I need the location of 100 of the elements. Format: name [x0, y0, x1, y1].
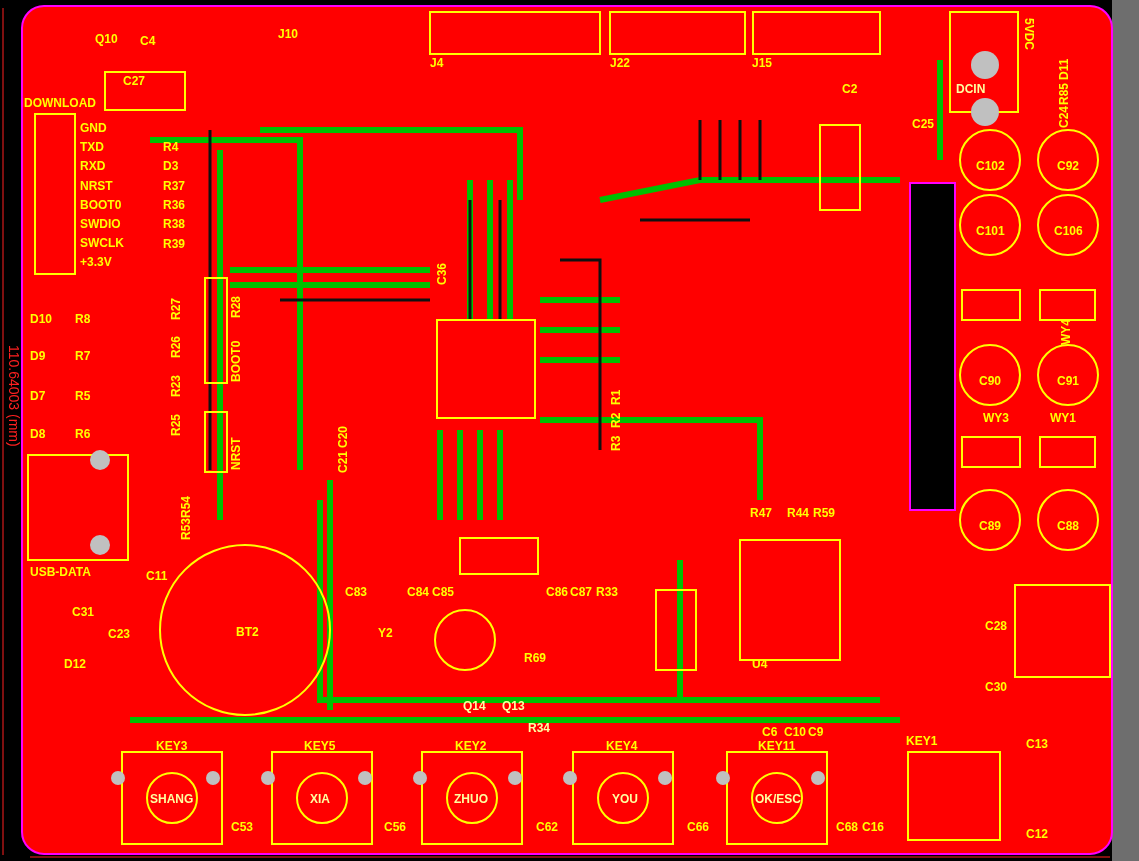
silkscreen-label: C24 [1058, 106, 1071, 128]
silkscreen-label: C13 [1026, 738, 1048, 751]
silkscreen-label: C25 [912, 118, 934, 131]
silkscreen-label: 5VDC [1022, 18, 1035, 50]
silkscreen-label: C2 [842, 83, 858, 96]
silkscreen-label: KEY4 [606, 740, 638, 753]
silkscreen-label: D3 [163, 160, 179, 173]
silkscreen-label: Y2 [378, 627, 393, 640]
silkscreen-label: R53R54 [180, 495, 193, 540]
silkscreen-label: R25 [170, 414, 183, 436]
mirrored-silkscreen-label: YOU [612, 793, 638, 806]
mirrored-silkscreen-label: R34 [528, 722, 550, 735]
mirrored-silkscreen-label: DCIN [956, 83, 986, 96]
silkscreen-label: KEY2 [455, 740, 487, 753]
silkscreen-label: C62 [536, 821, 558, 834]
mirrored-silkscreen-label: Q13 [502, 700, 525, 713]
silkscreen-label: NRST [230, 437, 243, 470]
silkscreen-label: C88 [1057, 520, 1079, 533]
silkscreen-label: R1 [610, 389, 623, 405]
silkscreen-label: D12 [64, 658, 86, 671]
silkscreen-label: C53 [231, 821, 253, 834]
silkscreen-label: C10 [784, 726, 806, 739]
silkscreen-label: R28 [230, 296, 243, 318]
silkscreen-label: KEY5 [304, 740, 336, 753]
silkscreen-label: D7 [30, 390, 46, 403]
silkscreen-label: WY1 [1050, 412, 1076, 425]
silkscreen-label: J10 [278, 28, 299, 41]
silkscreen-label: C87 [570, 586, 592, 599]
mirrored-silkscreen-label: OK/ESC [755, 793, 801, 806]
silkscreen-label: NRST [80, 180, 113, 193]
silkscreen-label: R6 [75, 428, 91, 441]
silkscreen-label: C102 [976, 160, 1005, 173]
mirrored-silkscreen-label: SHANG [150, 793, 194, 806]
silkscreen-label: D11 [1058, 58, 1071, 80]
silkscreen-label: C86 [546, 586, 568, 599]
silkscreen-label: C85 [432, 586, 454, 599]
silkscreen-label: BOOT0 [80, 199, 122, 212]
silkscreen-label: C12 [1026, 828, 1048, 841]
silkscreen-label: D9 [30, 350, 46, 363]
silkscreen-label: R69 [524, 652, 546, 665]
silkscreen-label: USB-DATA [30, 566, 91, 579]
silkscreen-label: R3 [610, 435, 623, 451]
silkscreen-label: C11 [146, 570, 168, 583]
silkscreen-label: +3.3V [80, 256, 112, 269]
silkscreen-label: J15 [752, 57, 773, 70]
silkscreen-label: C9 [808, 726, 824, 739]
silkscreen-label: C84 [407, 586, 429, 599]
silkscreen-label: C36 [436, 263, 449, 285]
silkscreen-label: R7 [75, 350, 91, 363]
silkscreen-label: C92 [1057, 160, 1079, 173]
silkscreen-label: KEY3 [156, 740, 188, 753]
silkscreen-label: R85 [1058, 83, 1071, 105]
silkscreen-label: WY3 [983, 412, 1009, 425]
silkscreen-label: C66 [687, 821, 709, 834]
silkscreen-label: R27 [170, 298, 183, 320]
mirrored-silkscreen-label: ZHUO [454, 793, 488, 806]
silkscreen-label: C101 [976, 225, 1005, 238]
mirrored-silkscreen-label: XIA [310, 793, 330, 806]
silkscreen-label: SWCLK [80, 237, 124, 250]
silkscreen-label: C23 [108, 628, 130, 641]
silkscreen-label: RXD [80, 160, 106, 173]
silkscreen-label: C21 [337, 451, 350, 473]
silkscreen-label: C28 [985, 620, 1007, 633]
silkscreen-label: GND [80, 122, 107, 135]
dimension-text: 110.64003 (mm) [7, 345, 20, 447]
silkscreen-label: C6 [762, 726, 778, 739]
silkscreen-label: R38 [163, 218, 185, 231]
silkscreen-label: R4 [163, 141, 179, 154]
silkscreen-label: R36 [163, 199, 185, 212]
silkscreen-label: R37 [163, 180, 185, 193]
silkscreen-label: C31 [72, 606, 94, 619]
silkscreen-label: R47 [750, 507, 772, 520]
silkscreen-label: C83 [345, 586, 367, 599]
silkscreen-label: C4 [140, 35, 156, 48]
silkscreen-label: C68 [836, 821, 858, 834]
silkscreen-label: R59 [813, 507, 835, 520]
silkscreen-label: R5 [75, 390, 91, 403]
silkscreen-label: R2 [610, 412, 623, 428]
silkscreen-label: C56 [384, 821, 406, 834]
silkscreen-label: KEY1 [906, 735, 938, 748]
silkscreen-label: SWDIO [80, 218, 121, 231]
silkscreen-label: R44 [787, 507, 809, 520]
silkscreen-label: C90 [979, 375, 1001, 388]
silkscreen-label: C89 [979, 520, 1001, 533]
silkscreen-label: R26 [170, 336, 183, 358]
mirrored-silkscreen-label: Q14 [463, 700, 486, 713]
silkscreen-label: Q10 [95, 33, 118, 46]
silkscreen-label: J4 [430, 57, 444, 70]
silkscreen-label: C91 [1057, 375, 1079, 388]
silkscreen-label: J22 [610, 57, 631, 70]
silkscreen-label: R23 [170, 375, 183, 397]
silkscreen-label: C30 [985, 681, 1007, 694]
silkscreen-label: DOWNLOAD [24, 97, 96, 110]
silkscreen-label: R39 [163, 238, 185, 251]
silkscreen-label: BOOT0 [230, 340, 243, 382]
silkscreen-label: C20 [337, 426, 350, 448]
silkscreen-label: D10 [30, 313, 52, 326]
silkscreen-label: KEY11 [758, 740, 796, 753]
silkscreen-label: C106 [1054, 225, 1083, 238]
silkscreen-label: D8 [30, 428, 46, 441]
